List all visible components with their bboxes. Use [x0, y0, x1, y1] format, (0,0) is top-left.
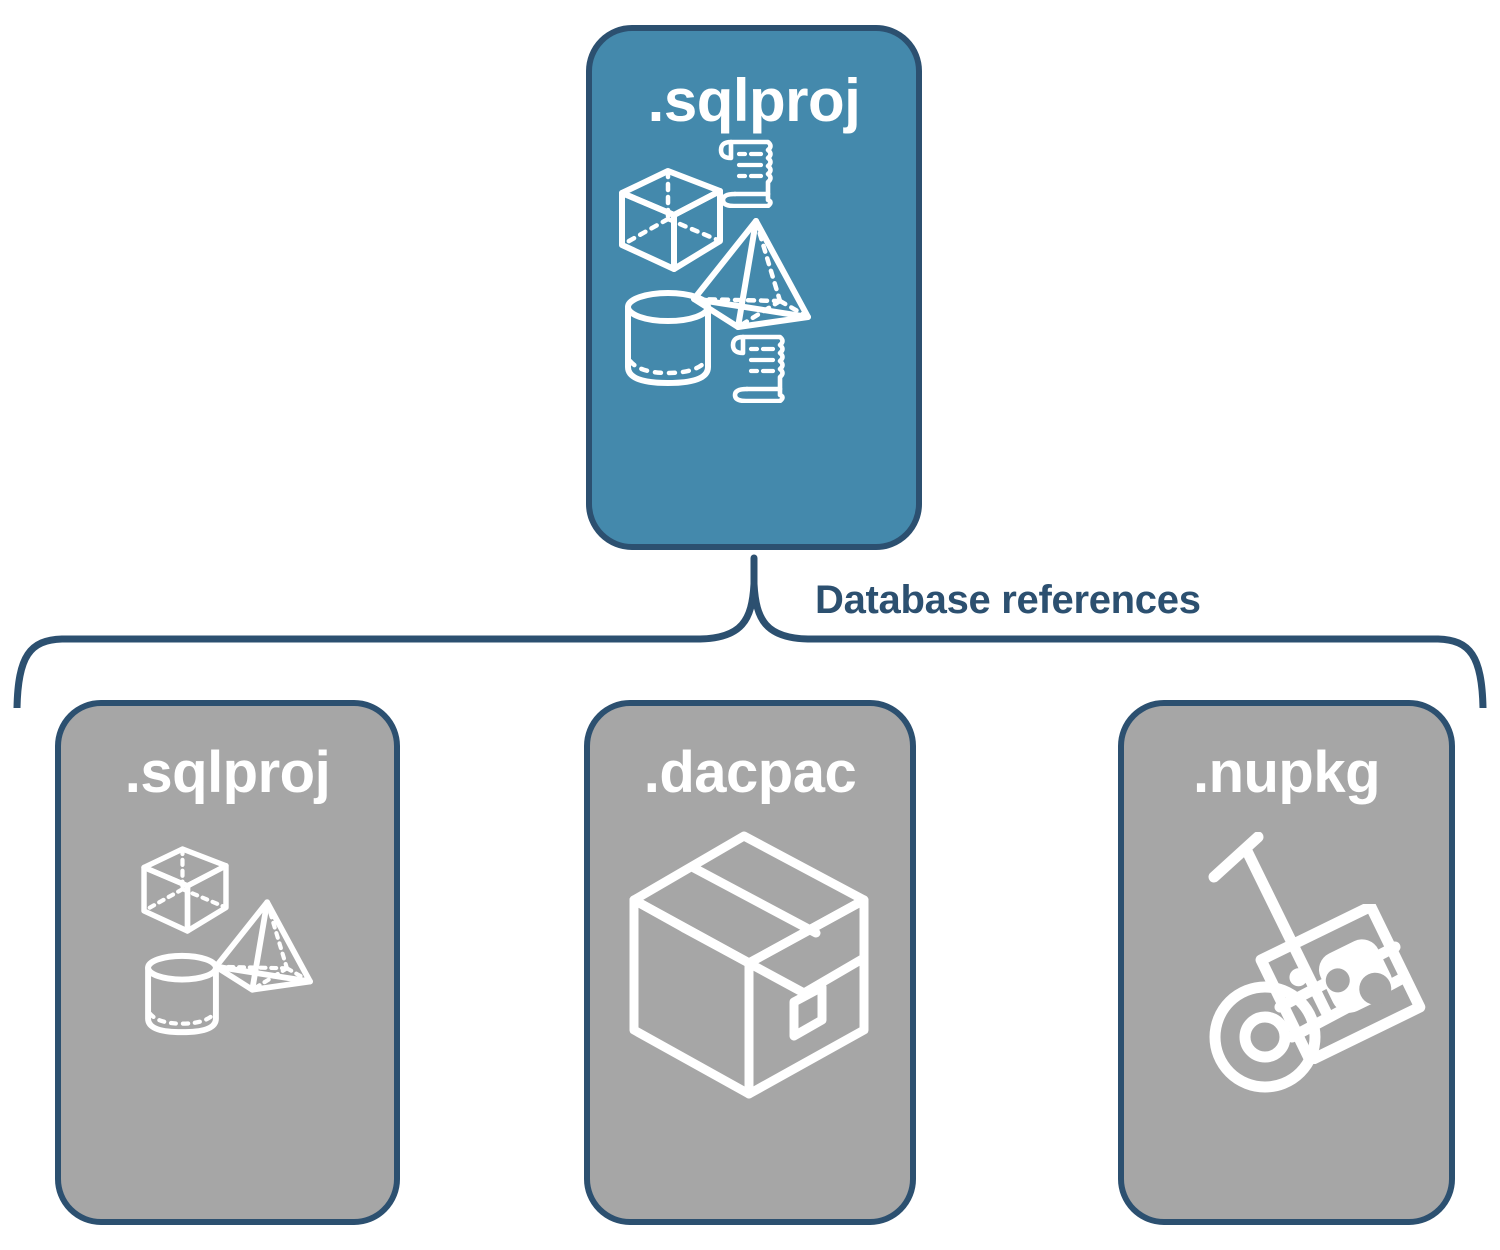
node-sqlproj-reference-icons — [61, 802, 394, 1219]
node-sqlproj-reference[interactable]: .sqlproj — [55, 700, 400, 1225]
cylinder-icon — [145, 952, 219, 1036]
database-references-label: Database references — [815, 578, 1201, 622]
nuget-package-icon — [1255, 904, 1426, 1064]
node-dacpac[interactable]: .dacpac — [584, 700, 916, 1225]
node-nupkg-label: .nupkg — [1192, 740, 1381, 805]
node-dacpac-icons — [590, 802, 910, 1219]
node-sqlproj-reference-label: .sqlproj — [124, 740, 331, 805]
node-nupkg[interactable]: .nupkg — [1118, 700, 1455, 1225]
node-sqlproj-main-label: .sqlproj — [647, 67, 861, 134]
pyramid-icon — [213, 899, 313, 993]
cube-icon — [619, 168, 723, 272]
pyramid-icon — [691, 218, 811, 330]
cylinder-icon — [625, 290, 711, 386]
node-nupkg-icons — [1124, 802, 1449, 1219]
node-sqlproj-main[interactable]: .sqlproj — [586, 25, 922, 550]
node-sqlproj-main-icons — [592, 131, 916, 544]
scroll-icon — [718, 139, 773, 208]
cube-icon — [141, 846, 229, 934]
database-references-brace — [13, 554, 1487, 708]
node-dacpac-label: .dacpac — [643, 740, 857, 805]
scroll-icon — [730, 334, 785, 403]
package-box-icon — [629, 831, 869, 1099]
